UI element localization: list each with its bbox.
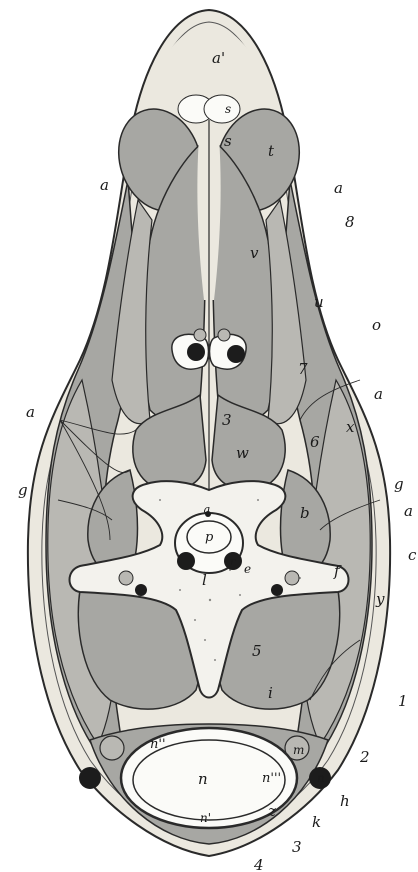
label-n: n — [317, 771, 325, 785]
label-o: o — [372, 316, 381, 334]
label-a-prime: a' — [212, 49, 225, 67]
dorsal-fat — [142, 24, 276, 110]
label-s-top: s — [225, 102, 231, 116]
label-4: 4 — [253, 856, 264, 872]
label-z: z — [267, 802, 276, 820]
label-n-triple: n''' — [262, 771, 281, 786]
label-2: 2 — [359, 748, 370, 766]
label-u: u — [314, 293, 324, 311]
label-n-double: n'' — [150, 737, 166, 752]
label-3: 3 — [222, 411, 232, 429]
label-w: w — [236, 444, 249, 462]
label-h: h — [340, 792, 350, 810]
label-a-right-low: a — [404, 502, 413, 520]
label-a-left-mid: a — [26, 403, 35, 421]
label-l: l — [202, 571, 207, 589]
label-y: y — [375, 590, 385, 608]
vessel-left-e — [119, 571, 133, 585]
label-a-right-mid: a — [374, 385, 383, 403]
vessel-right-e — [285, 571, 299, 585]
label-5: 5 — [252, 642, 262, 660]
label-c: c — [408, 546, 417, 564]
vessel-o-small-left — [194, 329, 206, 341]
vessel-right-e2 — [271, 584, 283, 596]
vessel-o-right — [227, 345, 245, 363]
label-6: 6 — [310, 433, 320, 451]
label-q: q — [203, 503, 210, 516]
structure-s-right — [204, 95, 240, 123]
label-n-center: n — [198, 770, 208, 788]
label-m: m — [293, 743, 304, 757]
vessel-o-small-right — [218, 329, 230, 341]
label-b: b — [300, 504, 310, 522]
label-e: e — [244, 562, 251, 576]
structure-i-left — [100, 736, 124, 760]
label-a-left-top: a — [100, 176, 109, 194]
label-i: i — [268, 684, 273, 702]
label-n-prime: n' — [200, 811, 211, 825]
label-p: p — [205, 530, 214, 545]
label-a-right-top: a — [334, 179, 343, 197]
label-t: t — [268, 142, 275, 160]
label-g-right: g — [394, 475, 404, 493]
label-r: r — [230, 555, 236, 568]
label-1: 1 — [398, 692, 408, 710]
label-s-mid: s — [224, 132, 232, 150]
label-k: k — [312, 813, 321, 831]
vessel-o-left — [187, 343, 205, 361]
label-v: v — [250, 244, 259, 262]
label-3b: 3 — [292, 838, 302, 856]
vessel-r-left — [177, 552, 195, 570]
vessel-n-left — [79, 767, 101, 789]
vessel-left-e2 — [135, 584, 147, 596]
label-x: x — [346, 418, 355, 436]
label-g-left: g — [18, 481, 28, 499]
label-8: 8 — [345, 213, 355, 231]
label-7: 7 — [298, 360, 308, 378]
